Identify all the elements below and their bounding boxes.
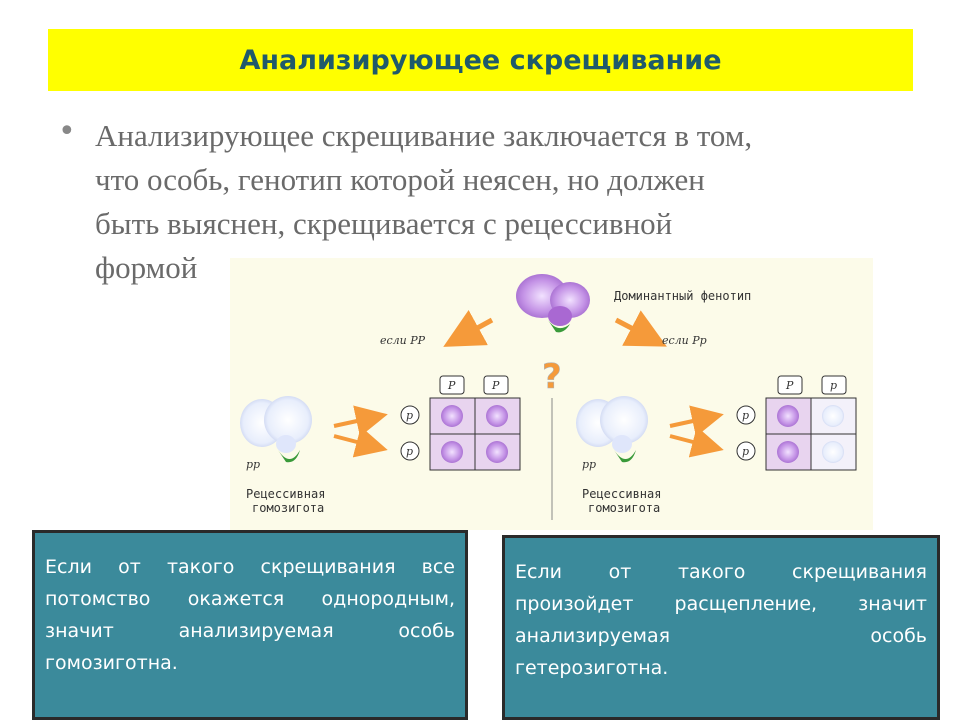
cross-diagram-svg: Доминантный фенотип если PP если Pp ? pp…	[240, 274, 857, 520]
arrow-icon	[669, 426, 724, 458]
title-bar: Анализирующее скрещивание	[48, 29, 913, 91]
conclusion-homozygous: Если от такого скрещивания все потомство…	[32, 530, 468, 720]
dominant-label: Доминантный фенотип	[614, 289, 751, 303]
allele-left-head-1: P	[491, 379, 500, 392]
punnett-grid-right	[765, 397, 857, 471]
box-line: Если от такого скрещивания все	[45, 556, 455, 578]
allele-right-side-0: p	[742, 409, 749, 422]
condition-right: если Pp	[662, 334, 707, 347]
conclusion-heterozygous: Если от такого скрещивания произойдет ра…	[502, 535, 940, 720]
box-line: Если от такого скрещивания	[515, 561, 927, 583]
condition-left: если PP	[380, 334, 426, 347]
slide-title: Анализирующее скрещивание	[239, 44, 722, 76]
box-line: значит анализируемая особь	[45, 620, 455, 642]
recessive-label-left: Рецессивная	[246, 487, 325, 501]
bullet-line: Анализирующее скрещивание заключается в …	[95, 118, 753, 153]
genotype-left: pp	[246, 458, 260, 471]
allele-right-head-1: p	[830, 379, 837, 392]
recessive-label-right: гомозигота	[588, 501, 660, 515]
recessive-label-left: гомозигота	[252, 501, 324, 515]
bullet-marker: •	[58, 114, 76, 149]
allele-right-side-1: p	[742, 445, 749, 458]
allele-left-side-1: p	[406, 445, 413, 458]
bullet-line: что особь, генотип которой неясен, но до…	[95, 162, 705, 197]
genotype-right: pp	[582, 458, 596, 471]
arrow-icon	[333, 426, 388, 458]
recessive-label-right: Рецессивная	[582, 487, 661, 501]
box-line: анализируемая особь	[515, 625, 927, 647]
punnett-grid-left	[429, 397, 521, 471]
allele-left-side-0: p	[406, 409, 413, 422]
box-line: произойдет расщепление, значит	[515, 593, 927, 615]
box-line: гомозиготна.	[45, 652, 178, 674]
white-flower-icon	[240, 396, 312, 463]
cross-diagram: Доминантный фенотип если PP если Pp ? pp…	[230, 258, 873, 530]
allele-left-head-0: P	[447, 379, 456, 392]
arrow-icon	[443, 310, 494, 347]
purple-flower-icon	[516, 274, 590, 333]
white-flower-icon	[576, 396, 648, 463]
bullet-line: формой	[95, 250, 198, 285]
bullet-text: Анализирующее скрещивание заключается в …	[95, 114, 895, 290]
arrow-icon	[333, 405, 388, 437]
arrow-icon	[614, 310, 667, 347]
allele-right-head-0: P	[785, 379, 794, 392]
bullet-line: быть выяснен, скрещивается с рецессивной	[95, 206, 673, 241]
question-mark: ?	[542, 357, 562, 397]
arrow-icon	[669, 405, 724, 437]
box-line: гетерозиготна.	[515, 657, 669, 679]
box-line: потомство окажется однородным,	[45, 588, 455, 610]
